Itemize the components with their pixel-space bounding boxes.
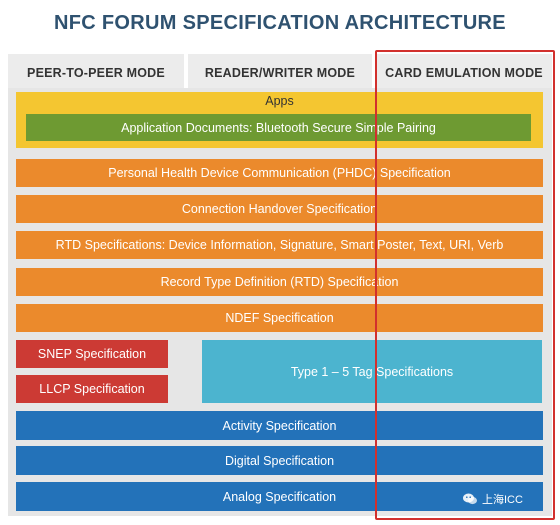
- watermark-text: 上海ICC: [482, 494, 523, 506]
- analog-layer: Analog Specification: [16, 482, 543, 511]
- connection-handover-layer: Connection Handover Specification: [16, 195, 543, 223]
- application-documents-layer: Application Documents: Bluetooth Secure …: [26, 114, 531, 141]
- column-header-peer-to-peer: PEER-TO-PEER MODE: [8, 54, 184, 92]
- apps-label: Apps: [265, 94, 294, 108]
- wechat-icon: [463, 493, 477, 505]
- diagram-title: NFC FORUM SPECIFICATION ARCHITECTURE: [54, 12, 506, 34]
- llcp-layer: LLCP Specification: [16, 375, 168, 403]
- column-header-card-emulation: CARD EMULATION MODE: [376, 54, 552, 92]
- tag-specifications-layer: Type 1 – 5 Tag Specifications: [202, 340, 542, 403]
- column-header-reader-writer: READER/WRITER MODE: [188, 54, 372, 92]
- rtd-layer: Record Type Definition (RTD) Specificati…: [16, 268, 543, 296]
- activity-layer: Activity Specification: [16, 411, 543, 440]
- phdc-layer: Personal Health Device Communication (PH…: [16, 159, 543, 187]
- watermark: 上海ICC: [462, 490, 523, 508]
- rtd-specifications-layer: RTD Specifications: Device Information, …: [16, 231, 543, 259]
- digital-layer: Digital Specification: [16, 446, 543, 475]
- snep-layer: SNEP Specification: [16, 340, 168, 368]
- ndef-layer: NDEF Specification: [16, 304, 543, 332]
